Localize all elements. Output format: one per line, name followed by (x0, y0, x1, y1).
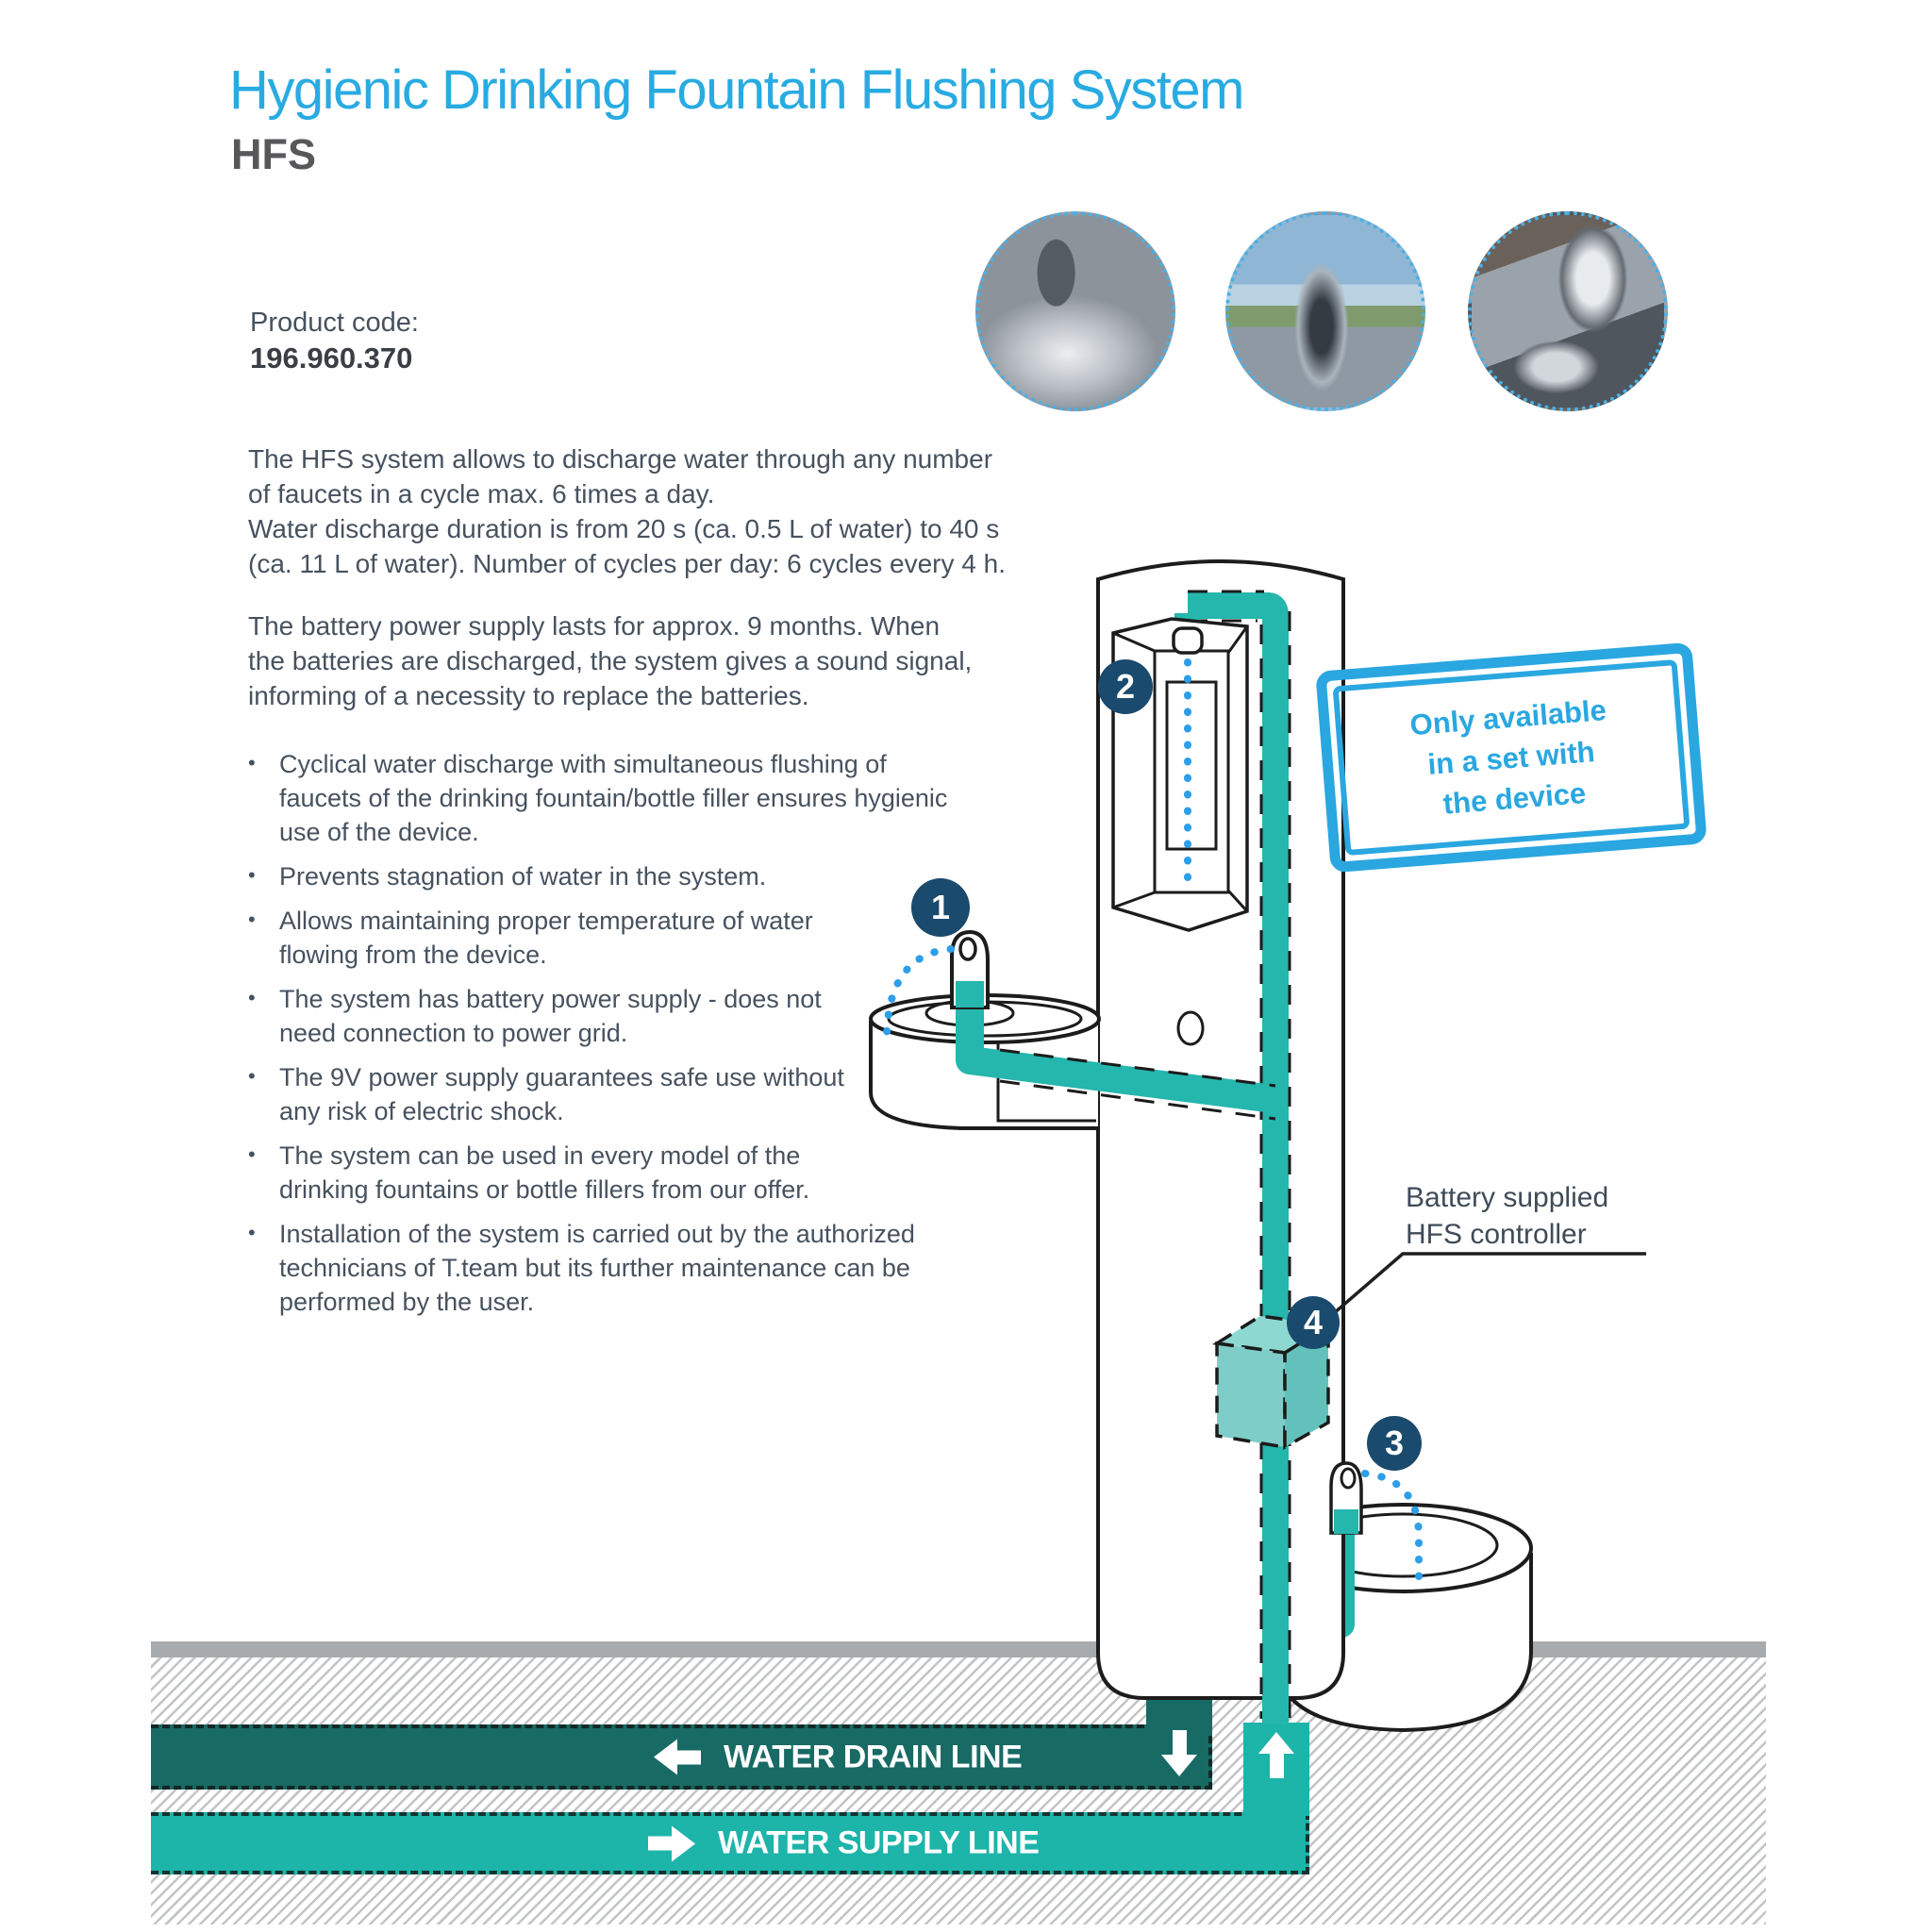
product-code-label: Product code: (250, 308, 419, 338)
list-item: The system has battery power supply - do… (248, 981, 1091, 1050)
features-list: Cyclical water discharge with simultaneo… (248, 746, 1091, 1329)
main-riser-pipe (1188, 592, 1289, 1724)
ground-surface-bar (151, 1641, 1766, 1657)
list-item: Installation of the system is carried ou… (248, 1216, 1091, 1319)
intro-paragraph-2: The battery power supply lasts for appro… (248, 611, 973, 710)
down-arrow-icon (1161, 1730, 1197, 1776)
list-item: Allows maintaining proper temperature of… (248, 903, 1091, 972)
list-item: The 9V power supply guarantees safe use … (248, 1059, 1091, 1128)
chrome-drinking-faucet-photo (975, 211, 1175, 411)
right-arrow-icon (648, 1825, 695, 1861)
controller-label-line1: Battery supplied (1406, 1182, 1609, 1213)
left-arrow-icon (654, 1739, 701, 1775)
pillar-button (1176, 1010, 1205, 1046)
supply-line-label: WATER SUPPLY LINE (718, 1824, 1040, 1861)
pipe-stub (1174, 613, 1201, 634)
intro-paragraph-1: The HFS system allows to discharge water… (248, 444, 1006, 578)
drain-line-label: WATER DRAIN LINE (724, 1739, 1023, 1774)
underground-hatch-area (151, 1657, 1766, 1924)
callout-badge-2: 2 (1098, 659, 1153, 714)
faucet-drain-closeup-photo (1468, 211, 1668, 411)
up-arrow-icon (1258, 1732, 1294, 1778)
product-code-value: 196.960.370 (250, 341, 413, 375)
list-item: Prevents stagnation of water in the syst… (248, 858, 1091, 893)
fountain-pillar (1096, 559, 1345, 1700)
product-abbreviation: HFS (231, 130, 316, 178)
controller-label-line2: HFS controller (1406, 1219, 1587, 1250)
lower-water-arc (1361, 1470, 1424, 1594)
callout-badge-3: 3 (1367, 1416, 1422, 1471)
callout-badge-1: 1 (911, 878, 970, 937)
supply-pipe-elbow (1262, 1502, 1355, 1638)
list-item: Cyclical water discharge with simultaneo… (248, 746, 1091, 849)
water-drain-line-band: WATER DRAIN LINE (151, 1724, 1212, 1790)
water-supply-line-band: WATER SUPPLY LINE (151, 1812, 1309, 1874)
availability-stamp: Only available in a set with the device (1315, 641, 1707, 874)
callout-badge-4: 4 (1287, 1296, 1340, 1349)
bottle-filler-spout-photo (1225, 211, 1425, 411)
list-item: The system can be used in every model of… (248, 1138, 1091, 1207)
controller-label: Battery supplied HFS controller (1406, 1179, 1608, 1253)
filler-spout-collar (1172, 626, 1204, 655)
page-title: Hygienic Drinking Fountain Flushing Syst… (229, 59, 1244, 121)
controller-leader-line (1318, 1252, 1646, 1327)
lower-faucet (1329, 1461, 1363, 1535)
